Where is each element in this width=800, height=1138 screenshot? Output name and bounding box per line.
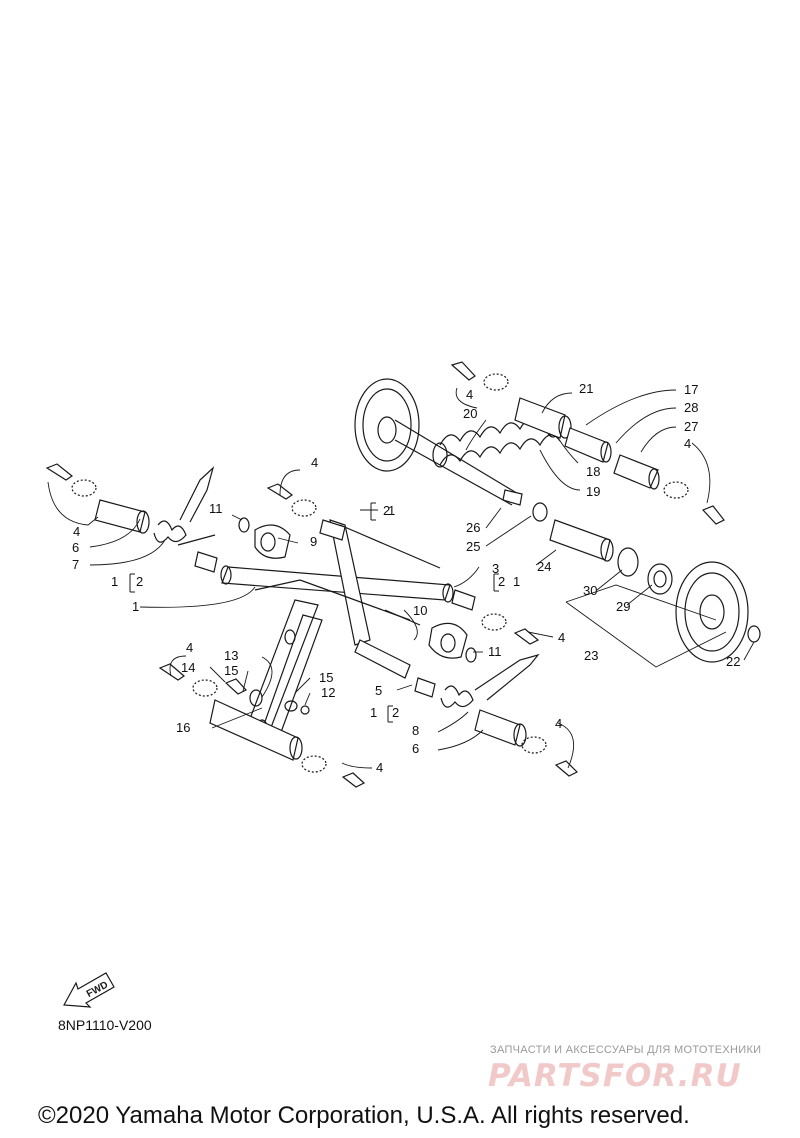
callout-10: 10 (413, 603, 428, 618)
callout-7: 7 (72, 557, 80, 572)
callout-11: 11 (488, 644, 502, 659)
upper-bushing (502, 489, 548, 522)
callout-2: 2 (498, 574, 506, 589)
upper-collars (514, 397, 660, 490)
leader-lines (47, 387, 755, 769)
lower-wheel-right (675, 561, 761, 663)
callout-1: 1 (388, 503, 396, 518)
callout-1: 1 (132, 599, 140, 614)
right-spring (440, 653, 540, 747)
callout-25: 25 (466, 539, 481, 554)
callout-3: 3 (492, 561, 500, 576)
copyright-notice: ©2020 Yamaha Motor Corporation, U.S.A. A… (38, 1102, 690, 1129)
callout-6: 6 (72, 540, 80, 555)
callout-6: 6 (412, 741, 420, 756)
callout-4: 4 (73, 524, 81, 539)
callout-8: 8 (412, 723, 420, 738)
callout-26: 26 (466, 520, 481, 535)
callout-15: 15 (319, 670, 334, 685)
fwd-arrow-icon: FWD (63, 972, 115, 1008)
left-spring (94, 466, 216, 546)
callout-17: 17 (684, 382, 699, 397)
diagram-code: 8NP1110-V200 (58, 1017, 152, 1033)
callout-2: 2 (392, 705, 400, 720)
callout-21: 21 (579, 381, 594, 396)
callout-1: 1 (370, 705, 378, 720)
callout-5: 5 (375, 683, 383, 698)
circlip-30 (617, 547, 639, 577)
callout-12: 12 (321, 685, 336, 700)
callout-2: 2 (383, 503, 391, 518)
callout-28: 28 (684, 400, 699, 415)
callout-30: 30 (583, 583, 598, 598)
callout-4: 4 (684, 436, 692, 451)
callout-19: 19 (586, 484, 601, 499)
bracket-lines (129, 502, 499, 723)
callout-27: 27 (684, 419, 699, 434)
main-frame (220, 519, 454, 679)
callout-1: 1 (513, 574, 521, 589)
callout-11: 11 (209, 501, 223, 516)
upper-wheel-left (354, 378, 420, 472)
callout-9: 9 (310, 534, 318, 549)
callout-4: 4 (311, 455, 319, 470)
callout-24: 24 (537, 559, 552, 574)
bearing-29 (647, 563, 673, 595)
callout-4: 4 (466, 387, 474, 402)
callout-2: 2 (136, 574, 144, 589)
callout-22: 22 (726, 654, 741, 669)
callout-29: 29 (616, 599, 631, 614)
retainer-10 (428, 622, 468, 659)
callout-18: 18 (586, 464, 601, 479)
callout-20: 20 (463, 406, 478, 421)
lower-left-collar (209, 699, 303, 761)
watermark-tagline: ЗАПЧАСТИ И АКСЕССУАРЫ ДЛЯ МОТОТЕХНИКИ (490, 1044, 762, 1056)
callout-4: 4 (558, 630, 566, 645)
collar-24 (549, 519, 614, 562)
callout-1: 1 (111, 574, 119, 589)
washers (71, 373, 689, 773)
callout-4: 4 (555, 716, 563, 731)
watermark-logo: PARTSFOR.RU (488, 1058, 742, 1094)
callout-4: 4 (376, 760, 384, 775)
callout-14: 14 (181, 660, 196, 675)
callout-23: 23 (584, 648, 599, 663)
callout-13: 13 (224, 648, 239, 663)
main-frame-bushings (194, 519, 476, 698)
link-arm (247, 599, 323, 736)
callout-15: 15 (224, 663, 239, 678)
retainer-9 (254, 524, 291, 559)
callout-16: 16 (176, 720, 191, 735)
callout-4: 4 (186, 640, 194, 655)
